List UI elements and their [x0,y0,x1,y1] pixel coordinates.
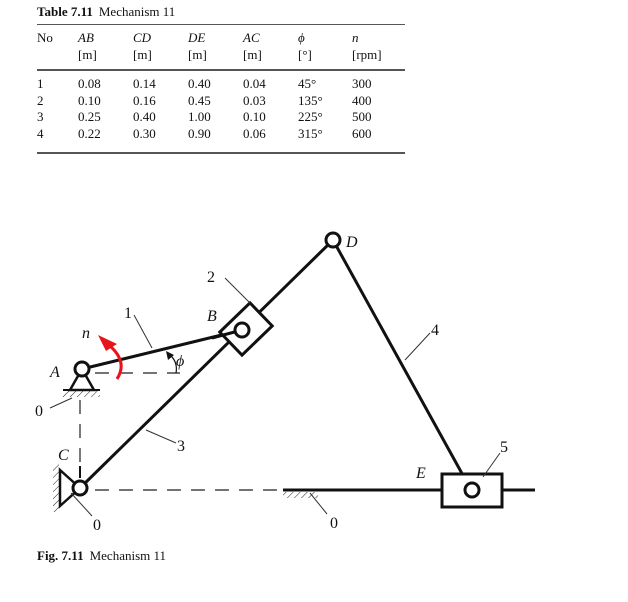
table-label: Table 7.11 [37,4,93,19]
label-link-2: 2 [207,269,215,286]
column-unit: [m] [133,47,152,62]
label-ground-a: 0 [35,403,43,420]
figure-caption-label: Fig. 7.11 [37,548,84,563]
column-unit: [m] [78,47,97,62]
table-cell: 2 [37,92,44,108]
label-n: n [82,325,90,342]
column-unit: [°] [298,47,312,62]
column-unit: [m] [243,47,262,62]
table-cell: 0.30 [133,125,156,141]
table-cell: 0.10 [243,109,266,124]
column-header: CD [133,30,152,45]
table-cell: 600 [352,125,372,141]
table-title: Table 7.11 Mechanism 11 [37,4,175,20]
label-link-1: 1 [124,305,132,322]
label-ground-c: 0 [93,517,101,534]
column-unit: [rpm] [352,47,382,62]
figure-caption: Fig. 7.11 Mechanism 11 [37,548,166,564]
joints [71,231,481,499]
column-header: DE [188,30,206,45]
joint-b [233,321,251,339]
dashed-reference-lines [79,372,283,491]
column-unit: [m] [188,47,207,62]
table-cell: 1 [37,76,44,91]
figure-caption-title: Mechanism 11 [89,548,167,563]
table-title-text: Mechanism 11 [98,4,176,19]
table-header-rule [37,69,405,71]
table-cell: 0.14 [133,76,156,91]
table-cell: 135° [298,92,323,108]
column-header: n [352,30,359,45]
table-cell: 0.03 [243,92,266,108]
label-d: D [345,234,358,251]
ground-support-a [63,366,100,397]
label-phi: ϕ [176,353,184,370]
label-e: E [415,465,426,482]
table-cell: 315° [298,125,323,141]
label-c: C [58,447,69,464]
column-header: ϕ [298,30,305,45]
table-cell: 300 [352,76,372,91]
table-bottom-rule [37,152,405,154]
ground-support-c [53,464,82,512]
column-header: AB [78,30,94,45]
joint-a [73,360,91,378]
label-link-5: 5 [500,439,508,456]
links [78,238,472,490]
joint-e [463,481,481,499]
table-cell: 400 [352,92,372,108]
table-cell: 1.00 [188,109,211,124]
leader-lines [49,277,501,517]
table-cell: 45° [298,76,317,91]
column-header: AC [243,30,260,45]
column-header: No [37,30,53,45]
joint-c [71,479,89,497]
joint-d [324,231,342,249]
table-cell: 3 [37,109,44,124]
label-link-3: 3 [177,438,185,455]
link-4-de [331,239,472,489]
label-b: B [207,308,217,325]
table-cell: 0.06 [243,125,266,141]
table-cell: 500 [352,109,372,124]
table-cell: 0.10 [78,92,101,108]
table-cell: 0.04 [243,76,266,91]
label-a: A [49,364,60,381]
table-cell: 0.25 [78,109,101,124]
link-3-cd [78,238,335,490]
table-cell: 225° [298,109,323,124]
table-cell: 0.16 [133,92,156,108]
table-cell: 0.08 [78,76,101,91]
table-cell: 0.22 [78,125,101,141]
table-cell: 4 [37,125,44,141]
table-cell: 0.45 [188,92,211,108]
table-top-rule [37,24,405,25]
table-cell: 0.40 [133,109,156,124]
phi-angle-arrow-icon [166,351,177,374]
table-cell: 0.90 [188,125,211,141]
table-cell: 0.40 [188,76,211,91]
label-link-4: 4 [431,322,439,339]
rotation-arrow-icon [98,335,123,380]
label-ground-rail: 0 [330,515,338,532]
